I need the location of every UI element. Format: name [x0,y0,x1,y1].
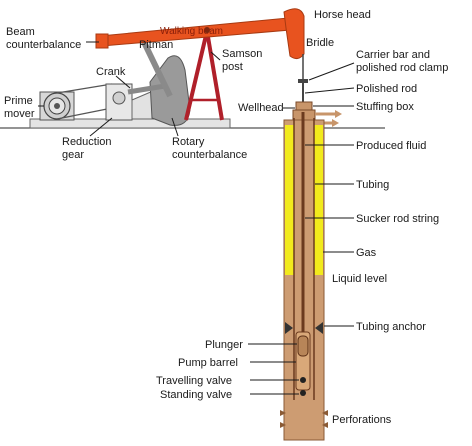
horse-head-graphic [283,8,305,60]
prime-mover-label-line1: Prime [4,95,33,107]
carrier-bar-leader [308,62,355,81]
rotary-counterbalance-label-line2: counterbalance [172,149,247,161]
tubing-anchor-graphic [285,322,323,334]
rotary-counterbalance-leader [171,117,179,137]
reduction-gear-label-line1: Reduction [62,136,112,148]
sucker-rod-string-label: Sucker rod string [356,213,439,225]
produced-fluid-label: Produced fluid [356,140,426,152]
plunger-graphic [297,335,309,357]
prime-mover-label-line2: mover [4,108,35,120]
beam-counterbalance-label-line2: counterbalance [6,39,81,51]
horse-head-label: Horse head [314,9,371,21]
rotary-counterbalance-label-line1: Rotary [172,136,205,148]
crank-label: Crank [96,66,126,78]
tubing-label: Tubing [356,179,389,191]
pump-barrel-label: Pump barrel [178,357,238,369]
beam-counterbalance-label-line1: Beam [6,26,35,38]
carrier-bar-label-line1: Carrier bar and [356,49,430,61]
pitman-label: Pitman [139,39,173,51]
crank-leader [115,75,131,89]
wellhead-label: Wellhead [238,102,284,114]
samson-post-leader [210,51,221,61]
travelling-valve-label: Travelling valve [156,375,232,387]
reduction-gear-label-line2: gear [62,149,84,161]
walking-beam-label: Walking beam [160,26,223,37]
gas-zone-right [314,125,323,275]
travelling-valve-graphic [300,377,306,383]
prime-mover-graphic [39,91,75,121]
perforations-graphic [280,410,328,428]
standing-valve-label: Standing valve [160,389,232,401]
gas-label: Gas [356,247,377,259]
polished-rod-leader [304,87,355,94]
pitman-graphic [139,36,173,98]
samson-post-label-line1: Samson [222,48,262,60]
reduction-gear-leader [89,117,113,137]
carrier-bar-label-line2: polished rod clamp [356,62,448,74]
crank-arm [127,83,166,95]
drive-belt [56,83,113,120]
tubing-anchor-label: Tubing anchor [356,321,426,333]
liquid-level-label: Liquid level [332,273,387,285]
samson-post-graphic [184,30,224,121]
bridle-label: Bridle [306,37,334,49]
carrier-bar-graphic [298,79,308,83]
samson-post-label-line2: post [222,61,243,73]
gas-zone-left [285,125,294,275]
perforations-label: Perforations [332,414,392,426]
stuffing-box-label: Stuffing box [356,101,414,113]
plunger-label: Plunger [205,339,243,351]
standing-valve-graphic [300,390,306,396]
polished-rod-label: Polished rod [356,83,417,95]
reduction-gear-graphic [105,83,133,121]
